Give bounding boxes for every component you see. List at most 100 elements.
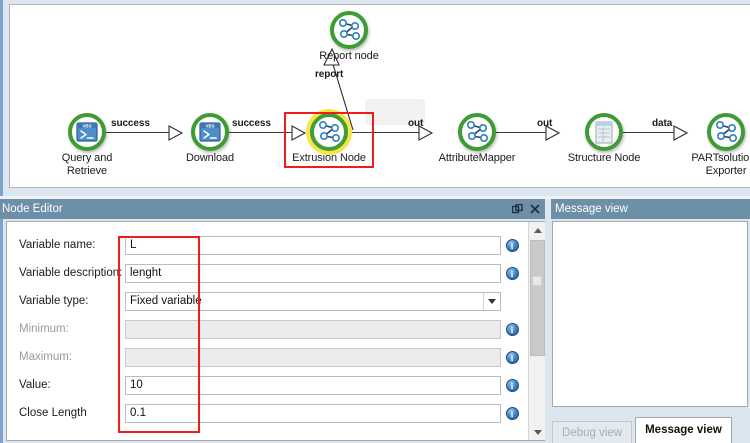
info-glyph: i <box>505 238 519 252</box>
info-icon-maximum[interactable]: i <box>501 350 523 364</box>
form-row-variable-name: Variable name: L i <box>7 231 523 259</box>
node-editor-title: Node Editor <box>2 203 63 215</box>
graph-node-label: Extrusion Node <box>292 152 366 164</box>
scrollbar-grip[interactable] <box>532 276 542 286</box>
graph-node-label: Query and <box>61 152 113 164</box>
form-row-value: Value: 10 i <box>7 371 523 399</box>
graph-node-label-line2: Exporter <box>705 165 747 177</box>
message-view-titlebar: Message view <box>551 199 750 219</box>
edge-arrow-mapper-to-structure <box>545 125 561 141</box>
vbs-script-icon: VBS <box>191 113 229 151</box>
label-maximum: Maximum: <box>19 351 73 363</box>
edge-arrow-query-to-download <box>168 125 184 141</box>
graph-node-label: Report node <box>319 50 379 62</box>
info-icon-variable-description[interactable]: i <box>501 266 523 280</box>
edge-label-data: data <box>652 118 673 129</box>
graph-network-icon <box>458 113 496 151</box>
message-view-panel: Message view Debug view Message view <box>548 199 750 443</box>
label-minimum: Minimum: <box>19 323 69 335</box>
canvas-watermark <box>365 99 425 125</box>
edge-line-extrusion-to-mapper <box>350 132 428 133</box>
graph-node-partsolutions-exporter[interactable]: PARTsolutions Exporter <box>678 113 750 177</box>
select-variable-type[interactable]: Fixed variable <box>125 291 501 311</box>
graph-node-query-and-retrieve[interactable]: VBS Query and Retrieve <box>39 113 135 177</box>
message-view-tabstrip: Debug view Message view <box>552 415 748 443</box>
edge-label-success-1: success <box>111 118 150 129</box>
label-variable-name: Variable name: <box>19 239 96 251</box>
input-variable-description[interactable]: lenght <box>125 263 501 283</box>
input-maximum <box>125 347 501 367</box>
form-row-maximum: Maximum: i <box>7 343 523 371</box>
graph-node-extrusion-node[interactable]: Extrusion Node <box>281 113 377 164</box>
info-glyph: i <box>505 378 519 392</box>
node-editor-titlebar: Node Editor <box>0 199 545 219</box>
document-table-icon <box>585 113 623 151</box>
graph-network-icon <box>310 113 348 151</box>
input-minimum <box>125 319 501 339</box>
graph-node-label: Structure Node <box>567 152 641 164</box>
variable-form: Variable name: L i Variable description:… <box>7 222 523 427</box>
info-icon-variable-name[interactable]: i <box>501 238 523 252</box>
graph-node-structure-node[interactable]: Structure Node <box>556 113 652 164</box>
panel-divider[interactable] <box>545 199 548 443</box>
node-editor-scrollbar[interactable] <box>528 222 545 440</box>
info-icon-close-length[interactable]: i <box>501 406 523 420</box>
tab-debug-view[interactable]: Debug view <box>552 421 633 443</box>
form-row-variable-type: Variable type: Fixed variable <box>7 287 523 315</box>
workflow-canvas[interactable]: success success report out <box>9 4 750 188</box>
edge-line-extrusion-to-report <box>323 47 354 131</box>
message-view-title: Message view <box>555 203 628 215</box>
form-row-minimum: Minimum: i <box>7 315 523 343</box>
info-icon-minimum[interactable]: i <box>501 322 523 336</box>
info-glyph: i <box>505 322 519 336</box>
scroll-up-icon[interactable] <box>529 222 545 238</box>
edge-arrow-download-to-extrusion <box>291 125 307 141</box>
scrollbar-thumb[interactable] <box>530 240 545 356</box>
graph-node-download[interactable]: VBS Download <box>162 113 258 164</box>
node-editor-panel: Node Editor Vari <box>0 199 546 443</box>
info-icon-value[interactable]: i <box>501 378 523 392</box>
info-glyph: i <box>505 406 519 420</box>
edge-line-download-to-extrusion <box>227 132 303 133</box>
edge-label-out-2: out <box>537 118 553 129</box>
label-close-length: Close Length <box>19 407 87 419</box>
scroll-down-icon[interactable] <box>529 424 545 440</box>
info-glyph: i <box>505 350 519 364</box>
form-row-close-length: Close Length 0.1 i <box>7 399 523 427</box>
graph-node-attribute-mapper[interactable]: AttributeMapper <box>429 113 525 164</box>
form-row-variable-description: Variable description: lenght i <box>7 259 523 287</box>
chevron-down-icon[interactable] <box>483 292 500 310</box>
graph-node-label: AttributeMapper <box>438 152 516 164</box>
edge-line-mapper-to-structure <box>476 132 556 133</box>
edge-line-query-to-download <box>104 132 180 133</box>
svg-text:VBS: VBS <box>82 124 91 129</box>
edge-label-success-2: success <box>232 118 271 129</box>
edge-label-out-1: out <box>408 118 424 129</box>
label-value: Value: <box>19 379 51 391</box>
info-glyph: i <box>505 266 519 280</box>
graph-node-label: Download <box>185 152 235 164</box>
workflow-graph-panel: success success report out <box>0 0 750 196</box>
vbs-script-icon: VBS <box>68 113 106 151</box>
graph-node-label: PARTsolutions <box>691 152 750 164</box>
select-variable-type-value: Fixed variable <box>130 294 202 307</box>
graph-network-icon <box>330 11 368 49</box>
dock-pin-icon[interactable] <box>512 203 523 215</box>
input-value[interactable]: 10 <box>125 375 501 395</box>
label-variable-description: Variable description: <box>19 267 123 279</box>
graph-network-icon <box>707 113 745 151</box>
edge-line-structure-to-exporter <box>602 132 684 133</box>
input-close-length[interactable]: 0.1 <box>125 403 501 423</box>
graph-node-report-node[interactable]: Report node <box>301 11 397 62</box>
input-variable-name[interactable]: L <box>125 235 501 255</box>
edge-arrow-extrusion-to-mapper <box>418 125 434 141</box>
node-editor-form-area: Variable name: L i Variable description:… <box>6 221 546 441</box>
edge-arrow-structure-to-exporter <box>673 125 689 141</box>
label-variable-type: Variable type: <box>19 295 89 307</box>
svg-text:VBS: VBS <box>205 124 214 129</box>
tab-message-view[interactable]: Message view <box>635 417 732 443</box>
message-view-content[interactable] <box>552 221 748 407</box>
close-icon[interactable] <box>530 204 540 214</box>
edge-label-report: report <box>315 69 344 80</box>
